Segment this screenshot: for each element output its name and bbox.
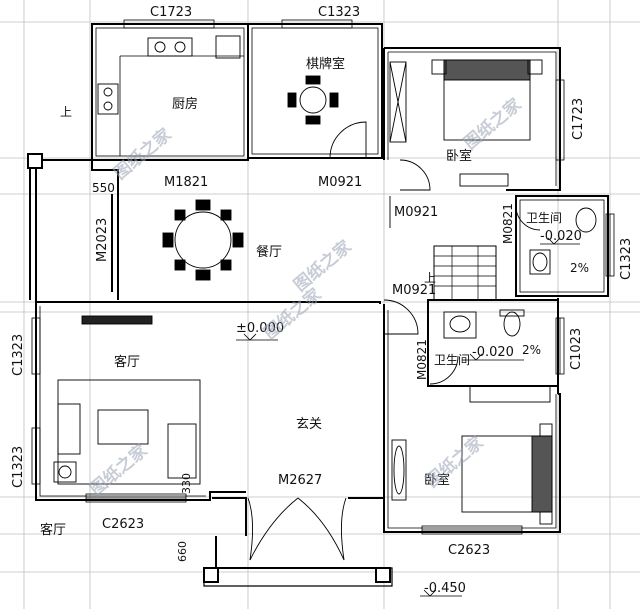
level-bath-mid: -0.020: [472, 345, 514, 360]
level-markers: [236, 237, 580, 597]
label-door-m0921-a: M0921: [318, 175, 362, 190]
labels: C1723 C1323 C1723 C1323 C1323 C1323 C102…: [11, 5, 634, 596]
room-bath-mid: 卫生间: [434, 353, 470, 367]
label-door-m0821-b: M0821: [415, 339, 429, 380]
watermark: 图纸之家: [86, 440, 152, 500]
windows: [31, 19, 615, 535]
level-outside: -0.450: [424, 581, 466, 596]
label-window-right-bottom: C1023: [569, 328, 584, 370]
label-window-bottom-left: C2623: [102, 517, 144, 532]
label-dim-330: 330: [180, 473, 193, 494]
label-door-m1821: M1821: [164, 175, 208, 190]
label-window-right-top: C1723: [571, 98, 586, 140]
room-living-outside: 客厅: [40, 522, 66, 538]
slope-mid: 2%: [522, 343, 541, 357]
room-kitchen: 厨房: [172, 96, 198, 112]
room-living: 客厅: [114, 354, 140, 370]
stair-up-mid: 上: [424, 271, 436, 285]
label-window-top-mid: C1323: [318, 5, 360, 20]
label-door-m2627: M2627: [278, 473, 322, 488]
label-dim-660: 660: [176, 541, 189, 562]
label-window-top-left: C1723: [150, 5, 192, 20]
label-door-m0821-a: M0821: [501, 203, 515, 244]
label-door-m0921-b: M0921: [394, 205, 438, 220]
room-dining: 餐厅: [256, 244, 282, 260]
watermark: 图纸之家: [460, 94, 526, 154]
room-foyer: 玄关: [296, 417, 322, 432]
label-window-left-top: C1323: [11, 334, 26, 376]
label-window-left-bottom: C1323: [11, 446, 26, 488]
label-window-right-mid: C1323: [619, 238, 634, 280]
label-door-m0921-c: M0921: [392, 283, 436, 298]
stair-up-left: 上: [60, 105, 72, 119]
watermark: 图纸之家: [260, 284, 326, 344]
label-door-m2023: M2023: [95, 218, 110, 262]
label-dim-550: 550: [92, 181, 115, 195]
slope-top: 2%: [570, 261, 589, 275]
doors: [111, 121, 541, 561]
watermark: 图纸之家: [422, 432, 488, 492]
watermark: 图纸之家: [290, 236, 356, 296]
level-zero: ±0.000: [236, 321, 284, 336]
level-bath-top: -0.020: [540, 229, 582, 244]
label-window-bottom-right: C2623: [448, 543, 490, 558]
fixtures: [53, 35, 597, 525]
room-bath-top: 卫生间: [526, 211, 562, 225]
room-bedroom-top: 卧室: [446, 148, 472, 164]
room-bedroom-bottom: 卧室: [424, 472, 450, 488]
room-chess: 棋牌室: [306, 56, 345, 72]
